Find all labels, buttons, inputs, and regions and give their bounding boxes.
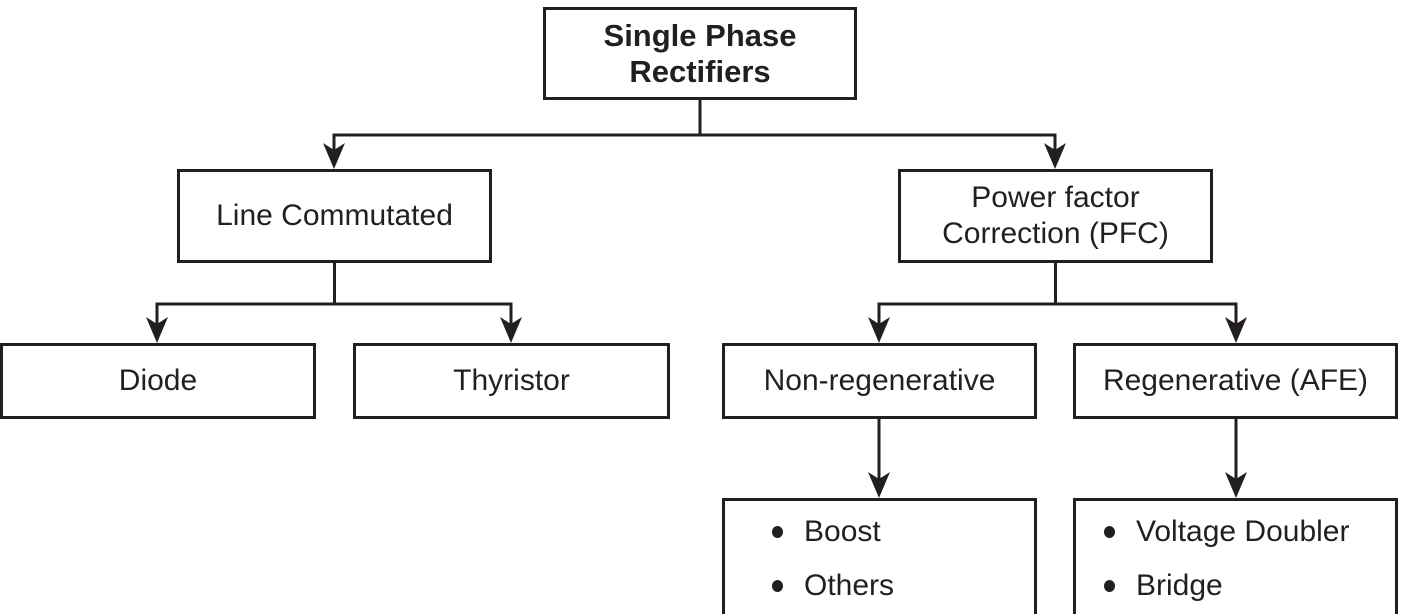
bullet-dot xyxy=(1104,526,1115,538)
list-item: Bridge xyxy=(1076,566,1395,606)
list-item: Voltage Doubler xyxy=(1076,512,1395,552)
node-label: Line Commutated xyxy=(216,199,453,232)
arrowhead-down xyxy=(1225,472,1247,498)
connector-root-children xyxy=(332,100,1057,152)
connector-line-commutated-children xyxy=(155,263,513,326)
node-label: Single Phase Rectifiers xyxy=(603,17,797,89)
bullet-label: Others xyxy=(804,569,895,602)
node-single-phase-rectifiers: Single Phase Rectifiers xyxy=(543,7,857,100)
node-thyristor: Thyristor xyxy=(353,343,670,419)
node-label: Non-regenerative xyxy=(763,364,996,397)
arrowhead-down xyxy=(868,472,890,498)
arrowhead-down xyxy=(868,317,890,343)
arrowhead-down xyxy=(500,317,522,343)
node-label: Power factor Correction (PFC) xyxy=(942,181,1169,250)
node-regenerative-afe: Regenerative (AFE) xyxy=(1073,343,1398,419)
list-item: Boost xyxy=(725,512,1034,552)
arrowhead-down xyxy=(1225,317,1247,343)
list-item: Others xyxy=(725,566,1034,606)
node-diode: Diode xyxy=(0,343,316,419)
node-regenerative-types: Voltage Doubler Bridge xyxy=(1073,498,1398,614)
node-label: Thyristor xyxy=(453,364,570,397)
node-power-factor-correction: Power factor Correction (PFC) xyxy=(898,169,1213,263)
node-label: Diode xyxy=(118,364,198,397)
bullet-dot xyxy=(772,526,783,538)
arrowhead-down xyxy=(1044,143,1066,169)
node-label: Regenerative (AFE) xyxy=(1102,364,1369,397)
arrowhead-down xyxy=(146,317,168,343)
bullet-dot xyxy=(1104,580,1115,592)
node-line-commutated: Line Commutated xyxy=(177,169,492,263)
connector-pfc-children xyxy=(877,263,1238,326)
node-non-regenerative: Non-regenerative xyxy=(722,343,1037,419)
bullet-label: Bridge xyxy=(1136,569,1223,602)
bullet-label: Voltage Doubler xyxy=(1136,515,1350,548)
node-non-regenerative-types: Boost Others xyxy=(722,498,1037,614)
bullet-label: Boost xyxy=(804,515,881,548)
bullet-dot xyxy=(772,580,783,592)
arrowhead-down xyxy=(323,143,345,169)
